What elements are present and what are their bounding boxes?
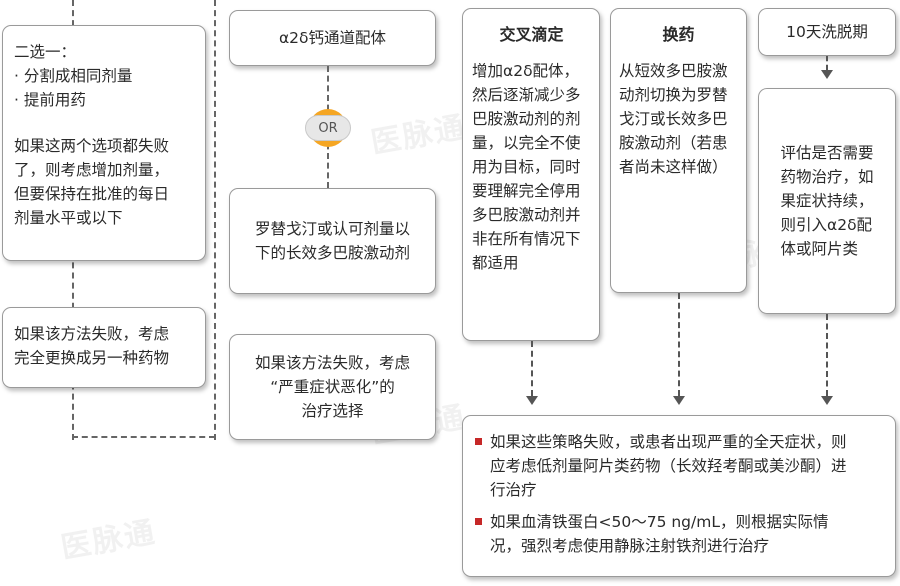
bullet-icon [475,438,482,445]
escalation-box: 如果这些策略失败，或患者出现严重的全天症状，则 应考虑低剂量阿片类药物（长效羟考… [462,415,896,577]
bullet-icon [475,518,482,525]
arrow-head [821,396,833,405]
cross-titration-box: 交叉滴定 增加α2δ配体， 然后逐渐减少多 巴胺激动剂的剂 量，以完全不使 用为… [462,8,600,341]
arrow-line [826,314,828,396]
or-badge-inner: OR [305,115,351,141]
escalation-item: 如果这些策略失败，或患者出现严重的全天症状，则 应考虑低剂量阿片类药物（长效羟考… [475,430,885,502]
washout-arrow-line [826,56,828,70]
alpha2delta-label: α2δ钙通道配体 [278,29,387,47]
washout-body: 评估是否需要 药物治疗，如 果症状持续， 则引入α2δ配 体或阿片类 [780,144,874,258]
choice-option: · 分割成相同剂量 [14,67,133,85]
arrow-line [531,341,533,396]
or-label: OR [318,120,338,136]
washout-arrow-head [821,70,833,79]
switch-title: 换药 [662,25,695,44]
switch-box: 换药 从短效多巴胺激 动剂切换为罗替 戈汀或长效多巴 胺激动剂（若患 者尚未这样… [610,8,747,293]
bottom-frame-line [72,436,215,438]
escalation-item: 如果血清铁蛋白<50～75 ng/mL，则根据实际情 况，强烈考虑使用静脉注射铁… [475,510,885,558]
cross-titration-title: 交叉滴定 [499,25,564,44]
severe-worsening-text: 如果该方法失败，考虑 “严重症状恶化”的 治疗选择 [254,354,410,420]
watermark: 医脉通 [368,109,469,162]
escalation-item-text: 如果血清铁蛋白<50～75 ng/mL，则根据实际情 况，强烈考虑使用静脉注射铁… [490,513,829,555]
choice-option: · 提前用药 [14,91,86,109]
choice-note: 如果这两个选项都失败 了，则考虑增加剂量， 但要保持在批准的每日 剂量水平或以下 [14,137,170,227]
washout-body-box: 评估是否需要 药物治疗，如 果症状持续， 则引入α2δ配 体或阿片类 [758,88,896,314]
choice-heading: 二选一： [14,43,77,61]
watermark: 医脉通 [58,514,159,567]
arrow-line [678,293,680,396]
ropinirole-box: 罗替戈汀或认可剂量以 下的长效多巴胺激动剂 [229,188,436,294]
switch-drug-box: 如果该方法失败，考虑 完全更换成另一种药物 [2,307,206,388]
cross-titration-body: 增加α2δ配体， 然后逐渐减少多 巴胺激动剂的剂 量，以完全不使 用为目标，同时… [472,62,581,272]
escalation-item-text: 如果这些策略失败，或患者出现严重的全天症状，则 应考虑低剂量阿片类药物（长效羟考… [490,433,847,499]
ropinirole-text: 罗替戈汀或认可剂量以 下的长效多巴胺激动剂 [254,220,410,262]
switch-body: 从短效多巴胺激 动剂切换为罗替 戈汀或长效多巴 胺激动剂（若患 者尚未这样做） [619,62,728,176]
right-frame-line [214,0,216,440]
washout-title: 10天洗脱期 [786,23,868,41]
alpha2delta-box: α2δ钙通道配体 [229,10,436,66]
choice-box: 二选一： · 分割成相同剂量 · 提前用药 如果这两个选项都失败 了，则考虑增加… [2,25,206,261]
washout-header-box: 10天洗脱期 [758,8,896,56]
arrow-head [526,396,538,405]
switch-drug-text: 如果该方法失败，考虑 完全更换成另一种药物 [14,325,170,367]
arrow-head [673,396,685,405]
severe-worsening-box: 如果该方法失败，考虑 “严重症状恶化”的 治疗选择 [229,334,436,440]
